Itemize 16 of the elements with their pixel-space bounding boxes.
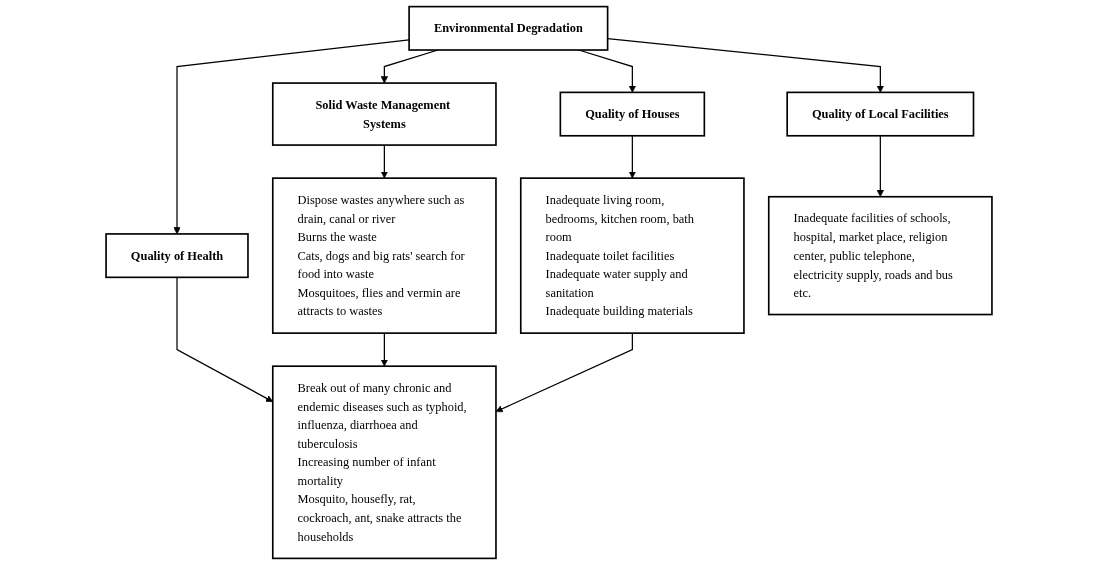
node-box: Solid Waste Management Systems — [271, 82, 497, 146]
arrow — [380, 332, 388, 367]
node-box: Inadequate living room, bedrooms, kitchen room, bath room Inadequate toilet facilities Inadequate water supply and sanitation Inadequate building materials — [519, 177, 745, 334]
arrow — [495, 332, 633, 413]
arrow — [607, 37, 884, 93]
node-box: Quality of Local Facilities — [786, 91, 975, 137]
arrow — [628, 135, 636, 179]
node-box: Quality of Health — [105, 233, 249, 279]
arrow — [173, 39, 410, 235]
arrow — [876, 135, 884, 198]
node-box: Dispose wastes anywhere such as drain, canal or river Burns the waste Cats, dogs and big rats' search for food into waste Mosquitoes, flies and vermin are attracts to wastes — [271, 177, 497, 334]
arrow — [380, 144, 388, 179]
node-box: Environmental Degradation — [408, 5, 609, 51]
node-box: Quality of Houses — [559, 91, 706, 137]
node-box: Break out of many chronic and endemic diseases such as typhoid, influenza, diarrhoea and tuberculosis Increasing number of infant mortality Mosquito, housefly, rat, cockroach, ant, snake attracts the households — [271, 365, 497, 560]
node-box: Inadequate facilities of schools, hospital, market place, religion center, public telephone, electricity supply, roads and bus etc. — [767, 195, 993, 316]
